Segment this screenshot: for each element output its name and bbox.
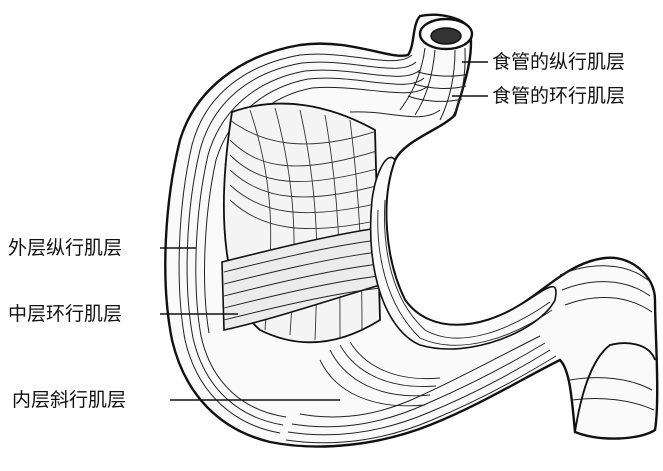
label-outer-longitudinal: 外层纵行肌层 — [8, 237, 122, 259]
label-inner-oblique: 内层斜行肌层 — [12, 389, 126, 411]
label-esophagus-circular: 食管的环行肌层 — [492, 85, 625, 107]
label-middle-circular: 中层环行肌层 — [8, 303, 122, 325]
lesser-curvature — [371, 157, 556, 349]
label-esophagus-longitudinal: 食管的纵行肌层 — [492, 51, 625, 73]
